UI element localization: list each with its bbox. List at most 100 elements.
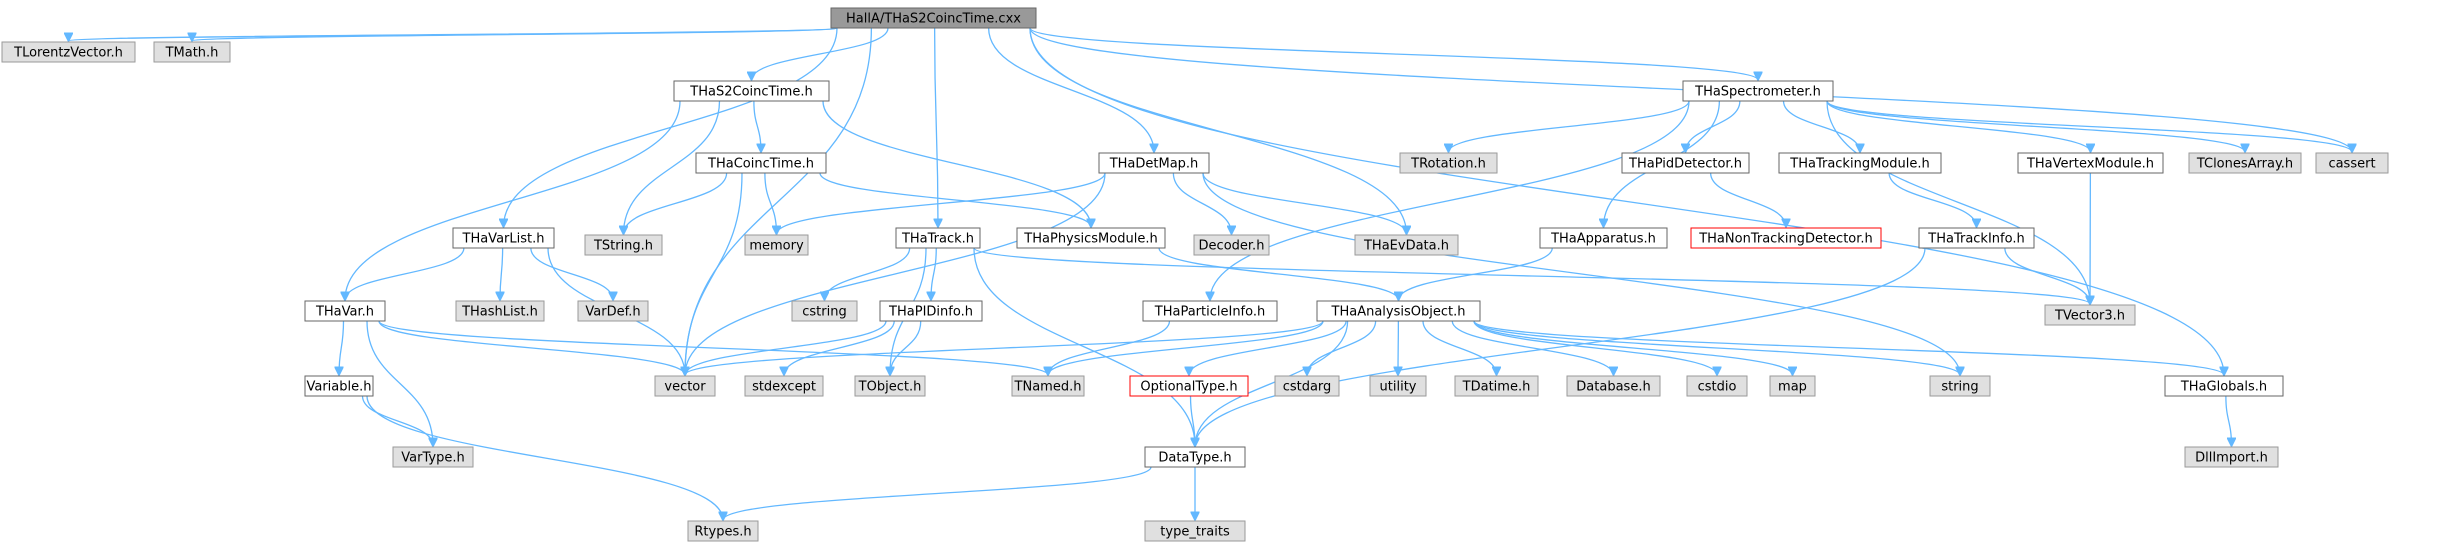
node-label: THaApparatus.h bbox=[1550, 232, 1656, 247]
node-box bbox=[1769, 375, 1816, 397]
node-label: cstdio bbox=[1698, 380, 1737, 395]
edge-analysisobject-to-map bbox=[1473, 320, 1793, 375]
node-globals[interactable]: THaGlobals.h bbox=[2164, 375, 2284, 397]
edge-coinctime-to-memory bbox=[764, 172, 777, 234]
node-box bbox=[2164, 375, 2284, 397]
node-utility[interactable]: utility bbox=[1369, 375, 1427, 397]
edge-pidinfo-to-tobject bbox=[890, 320, 922, 375]
node-varlist[interactable]: THaVarList.h bbox=[452, 227, 555, 249]
node-tvector3[interactable]: TVector3.h bbox=[2044, 304, 2136, 326]
node-s2coinc[interactable]: THaS2CoincTime.h bbox=[673, 80, 830, 102]
node-label: type_traits bbox=[1160, 525, 1230, 540]
node-coinctime[interactable]: THaCoincTime.h bbox=[695, 152, 827, 174]
edges-layer bbox=[69, 27, 2353, 520]
node-trackingmodule[interactable]: THaTrackingModule.h bbox=[1778, 152, 1942, 174]
node-root[interactable]: HallA/THaS2CoincTime.cxx bbox=[830, 7, 1037, 29]
node-label: THaDetMap.h bbox=[1109, 157, 1199, 172]
nodes-layer: HallA/THaS2CoincTime.cxxTLorentzVector.h… bbox=[1, 7, 2389, 542]
node-trackinfo[interactable]: THaTrackInfo.h bbox=[1918, 227, 2035, 249]
edge-analysisobject-to-globals bbox=[1473, 320, 2224, 375]
edge-s2coinc-to-thavar bbox=[345, 100, 681, 300]
node-label: vector bbox=[664, 380, 706, 395]
node-tlorentz[interactable]: TLorentzVector.h bbox=[1, 41, 136, 63]
node-datatype[interactable]: DataType.h bbox=[1144, 446, 1246, 468]
edge-s2coinc-to-tstring bbox=[624, 100, 721, 234]
node-tobject[interactable]: TObject.h bbox=[854, 375, 926, 397]
node-physicsmodule[interactable]: THaPhysicsModule.h bbox=[1016, 227, 1166, 249]
edge-analysisobject-to-tdatime bbox=[1422, 320, 1497, 375]
node-box bbox=[1454, 375, 1539, 397]
node-particleinfo[interactable]: THaParticleInfo.h bbox=[1142, 300, 1278, 322]
node-variable[interactable]: Variable.h bbox=[304, 375, 374, 397]
node-apparatus[interactable]: THaApparatus.h bbox=[1539, 227, 1668, 249]
node-label: cstring bbox=[802, 305, 846, 320]
node-stdexcept[interactable]: stdexcept bbox=[744, 375, 824, 397]
node-cstring[interactable]: cstring bbox=[791, 300, 858, 322]
node-label: THaPidDetector.h bbox=[1628, 157, 1742, 172]
node-piddetector[interactable]: THaPidDetector.h bbox=[1621, 152, 1750, 174]
node-dllimport[interactable]: DllImport.h bbox=[2184, 446, 2279, 468]
node-detmap[interactable]: THaDetMap.h bbox=[1098, 152, 1210, 174]
node-tstring[interactable]: TString.h bbox=[584, 234, 663, 256]
node-database[interactable]: Database.h bbox=[1566, 375, 1661, 397]
node-cstdarg[interactable]: cstdarg bbox=[1274, 375, 1340, 397]
node-thashlist[interactable]: THashList.h bbox=[455, 300, 545, 322]
node-box bbox=[1566, 375, 1661, 397]
node-nontracking[interactable]: THaNonTrackingDetector.h bbox=[1690, 227, 1882, 249]
node-box bbox=[1016, 227, 1166, 249]
edge-track-to-datatype bbox=[973, 247, 1195, 446]
node-thavar[interactable]: THaVar.h bbox=[304, 300, 386, 322]
node-analysisobject[interactable]: THaAnalysisObject.h bbox=[1316, 300, 1481, 322]
node-label: memory bbox=[749, 239, 804, 254]
edge-root-to-tmath bbox=[192, 27, 838, 41]
edge-spectrometer-to-piddetector bbox=[1686, 100, 1741, 152]
node-spectrometer[interactable]: THaSpectrometer.h bbox=[1682, 80, 1834, 102]
edge-variable-to-vartype bbox=[361, 395, 434, 446]
edge-coinctime-to-physicsmodule bbox=[819, 172, 1091, 227]
node-typetraits[interactable]: type_traits bbox=[1144, 520, 1246, 542]
node-map[interactable]: map bbox=[1769, 375, 1816, 397]
node-box bbox=[2188, 152, 2302, 174]
node-cstdio[interactable]: cstdio bbox=[1686, 375, 1748, 397]
node-evdata[interactable]: THaEvData.h bbox=[1354, 234, 1459, 256]
node-box bbox=[687, 520, 759, 542]
edge-analysisobject-to-database bbox=[1451, 320, 1613, 375]
node-label: Variable.h bbox=[306, 380, 371, 395]
edge-spectrometer-to-cassert bbox=[1826, 100, 2352, 152]
node-tdatime[interactable]: TDatime.h bbox=[1454, 375, 1539, 397]
node-tmath[interactable]: TMath.h bbox=[153, 41, 231, 63]
node-vartype[interactable]: VarType.h bbox=[392, 446, 474, 468]
node-box bbox=[1539, 227, 1668, 249]
node-trotation[interactable]: TRotation.h bbox=[1399, 152, 1498, 174]
node-box bbox=[2017, 152, 2164, 174]
edge-piddetector-to-nontracking bbox=[1709, 172, 1786, 227]
node-label: TMath.h bbox=[165, 46, 219, 61]
edge-varlist-to-thashlist bbox=[500, 247, 503, 300]
node-decoder[interactable]: Decoder.h bbox=[1193, 234, 1270, 256]
node-label: DataType.h bbox=[1158, 451, 1231, 466]
node-optionaltype[interactable]: OptionalType.h bbox=[1129, 375, 1249, 397]
edge-thavar-to-tnamed bbox=[378, 320, 1048, 375]
node-box bbox=[1144, 446, 1246, 468]
node-box bbox=[304, 300, 386, 322]
node-tclonesarray[interactable]: TClonesArray.h bbox=[2188, 152, 2302, 174]
node-string[interactable]: string bbox=[1929, 375, 1991, 397]
node-vertexmodule[interactable]: THaVertexModule.h bbox=[2017, 152, 2164, 174]
node-box bbox=[695, 152, 827, 174]
node-memory[interactable]: memory bbox=[744, 234, 809, 256]
node-box bbox=[673, 80, 830, 102]
node-label: TDatime.h bbox=[1462, 380, 1531, 395]
node-vardef[interactable]: VarDef.h bbox=[577, 300, 649, 322]
node-pidinfo[interactable]: THaPIDinfo.h bbox=[879, 300, 983, 322]
node-tnamed[interactable]: TNamed.h bbox=[1011, 375, 1085, 397]
node-vector[interactable]: vector bbox=[654, 375, 716, 397]
edge-detmap-to-string bbox=[1202, 172, 1960, 375]
edge-root-to-globals bbox=[1029, 27, 2224, 375]
edge-pidinfo-to-vector bbox=[685, 320, 887, 375]
node-rtypes[interactable]: Rtypes.h bbox=[687, 520, 759, 542]
node-track[interactable]: THaTrack.h bbox=[895, 227, 981, 249]
node-cassert[interactable]: cassert bbox=[2315, 152, 2389, 174]
node-label: THaVarList.h bbox=[462, 232, 545, 247]
node-box bbox=[1621, 152, 1750, 174]
node-box bbox=[304, 375, 374, 397]
